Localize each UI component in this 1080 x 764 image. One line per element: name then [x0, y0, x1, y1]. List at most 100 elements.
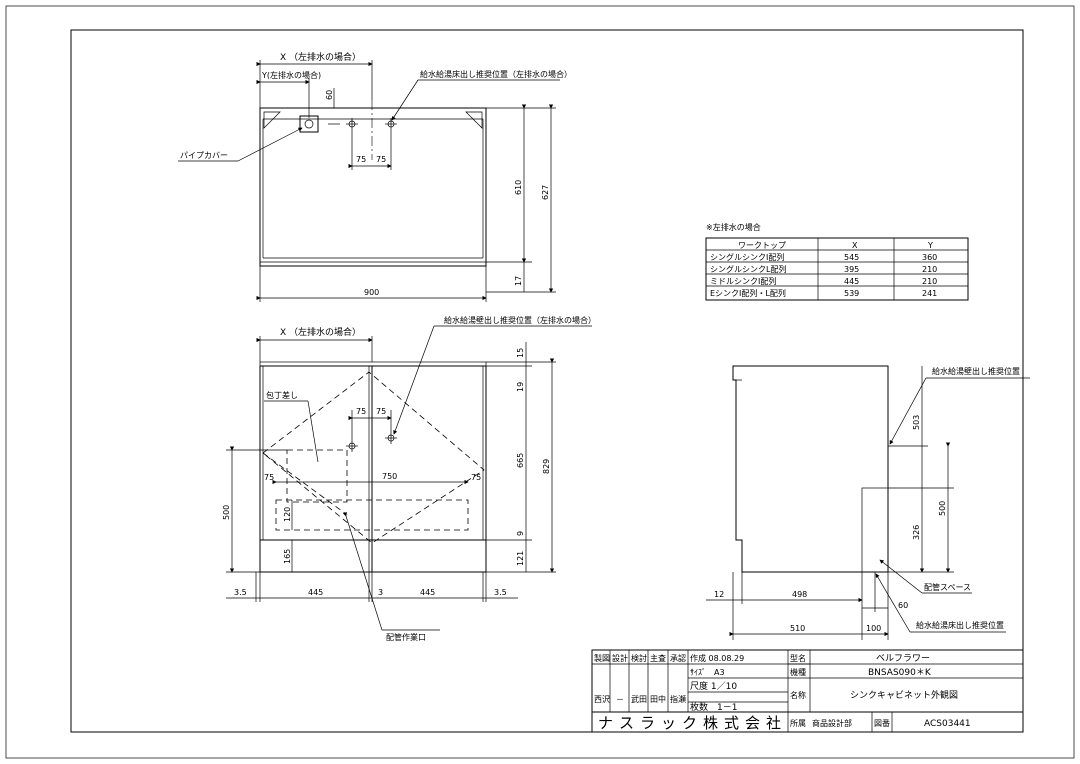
front-supply-label: 給水給湯壁出し推奨位置（左排水の場合）: [444, 315, 596, 325]
table-cell: 241: [922, 289, 937, 298]
sheet-count: 枚数 1－1: [690, 701, 737, 713]
side-dim-12: 12: [714, 590, 724, 599]
table-cell: 210: [922, 277, 937, 286]
top-dim-627: 627: [541, 185, 550, 200]
table-header-worktop: ワークトップ: [738, 241, 786, 250]
name-reviewer: 武田: [631, 694, 647, 704]
side-view: 503 500 326 給水給湯壁出し推奨位置 配管スペース 12 498 60…: [706, 365, 1030, 640]
table-cell: 545: [844, 253, 859, 262]
dept-label: 所属: [790, 718, 806, 728]
name-drafter: 西沢: [594, 695, 610, 704]
table-cell: 360: [922, 253, 937, 262]
door-swing-outline: [262, 371, 485, 544]
top-y-label: Y(左排水の場合): [261, 70, 321, 80]
side-dim-60: 60: [898, 601, 908, 610]
role-chief: 主査: [650, 653, 666, 663]
name-designer: －: [616, 695, 624, 704]
table-cell: ミドルシンクI配列: [710, 276, 776, 286]
table-header-x: X: [852, 241, 858, 250]
company-name: ナスラック株式会社: [598, 714, 787, 732]
role-reviewer: 検討: [631, 653, 647, 663]
front-dim-15: 15: [516, 348, 525, 358]
drawing-name: シンクキャビネット外観図: [850, 689, 958, 701]
drawing-scale: 尺度 1／10: [690, 680, 737, 692]
top-view: X （左排水の場合） Y(左排水の場合) 60 給水給湯床出し推奨位置（左排水の…: [178, 51, 572, 302]
wall-supply-marker-1: [346, 440, 358, 452]
side-view-body: [732, 365, 889, 573]
top-dim-610: 610: [514, 180, 523, 195]
table-cell: 445: [844, 277, 859, 286]
front-dim-3-5-right: 3.5: [494, 588, 507, 597]
front-dim-75r: 75: [471, 473, 481, 482]
front-dim-75a: 75: [356, 407, 366, 416]
pipe-space-label: 配管スペース: [924, 582, 971, 592]
wall-supply-marker-2: [385, 432, 397, 444]
knife-holder-outline: [286, 449, 348, 503]
top-dim-75b: 75: [376, 155, 386, 164]
side-dim-500: 500: [938, 501, 947, 516]
role-approver: 承認: [670, 653, 686, 663]
front-dim-829: 829: [542, 459, 551, 474]
top-dim-17: 17: [514, 276, 523, 286]
front-dim-9: 9: [516, 531, 525, 536]
front-dim-165: 165: [283, 549, 292, 564]
front-x-label: X （左排水の場合）: [280, 326, 361, 338]
created-date: 作成 08.08.29: [690, 653, 744, 663]
top-dim-900: 900: [364, 288, 379, 297]
front-dim-75l: 75: [264, 473, 274, 482]
table-cell: 395: [844, 265, 859, 274]
table-header-y: Y: [927, 241, 933, 250]
front-dim-3: 3: [378, 588, 383, 597]
drawing-number: ACS03441: [924, 719, 971, 729]
front-dim-121: 121: [516, 551, 525, 566]
table-cell: EシンクI配列・L配列: [710, 288, 786, 298]
outer-frame: [5, 5, 1075, 759]
front-dim-750: 750: [382, 472, 397, 481]
model-label: 型名: [790, 653, 806, 663]
front-dim-665: 665: [516, 453, 525, 468]
work-opening-outline: [275, 499, 469, 531]
role-designer: 設計: [612, 653, 628, 663]
top-dim-60: 60: [325, 90, 334, 100]
table-cell: シングルシンクL配列: [710, 264, 786, 274]
drawing-border: [70, 29, 1024, 733]
table-cell: シングルシンクI配列: [710, 252, 784, 262]
table-cell: 210: [922, 265, 937, 274]
xy-table: ※左排水の場合 ワークトップ X Y シングルシンクI配列 545 360 シン…: [705, 222, 969, 301]
side-dim-510: 510: [790, 624, 805, 633]
front-dim-500: 500: [222, 505, 231, 520]
corner-bracket-right: [465, 111, 483, 129]
top-supply-label: 給水給湯床出し推奨位置（左排水の場合）: [420, 69, 572, 79]
side-dim-100: 100: [866, 624, 881, 633]
knife-holder-label: 包丁差し: [266, 390, 298, 400]
side-dim-503: 503: [912, 415, 921, 430]
name-approver: 指瀬: [670, 694, 686, 704]
model-value: ベルフラワー: [876, 653, 930, 664]
supply-marker-1: [346, 118, 358, 130]
front-dim-75b: 75: [376, 407, 386, 416]
side-dim-498: 498: [792, 590, 807, 599]
pipe-cover: [299, 115, 319, 133]
pipe-cover-label: パイプカバー: [180, 151, 228, 160]
front-dim-445-left: 445: [308, 588, 323, 597]
dept-value: 商品設計部: [812, 718, 852, 728]
drawing-number-label: 図番: [874, 718, 890, 728]
title-block: 製図 設計 検討 主査 承認 西沢 － 武田 田中 指瀬 作成 08.08.29…: [591, 649, 1024, 733]
table-cell: 539: [844, 289, 859, 298]
corner-bracket-left: [263, 111, 281, 129]
role-drafter: 製図: [594, 653, 610, 663]
pipe-opening-label: 配管作業口: [386, 632, 426, 642]
table-title: ※左排水の場合: [706, 222, 761, 232]
top-dim-75a: 75: [356, 155, 366, 164]
type-value: BNSAS090＊K: [868, 668, 932, 678]
wall-supply-label: 給水給湯壁出し推奨位置: [932, 366, 1020, 376]
front-dim-445-right: 445: [420, 588, 435, 597]
top-x-label: X （左排水の場合）: [280, 51, 361, 63]
front-view: X （左排水の場合） 給水給湯壁出し推奨位置（左排水の場合） 包丁差し 75 7…: [222, 315, 596, 642]
pipe-space-hatch: [861, 487, 889, 573]
name-label: 名称: [790, 690, 806, 700]
type-label: 機種: [790, 667, 806, 677]
side-dim-326: 326: [912, 525, 921, 540]
front-dim-3-5-left: 3.5: [234, 588, 247, 597]
